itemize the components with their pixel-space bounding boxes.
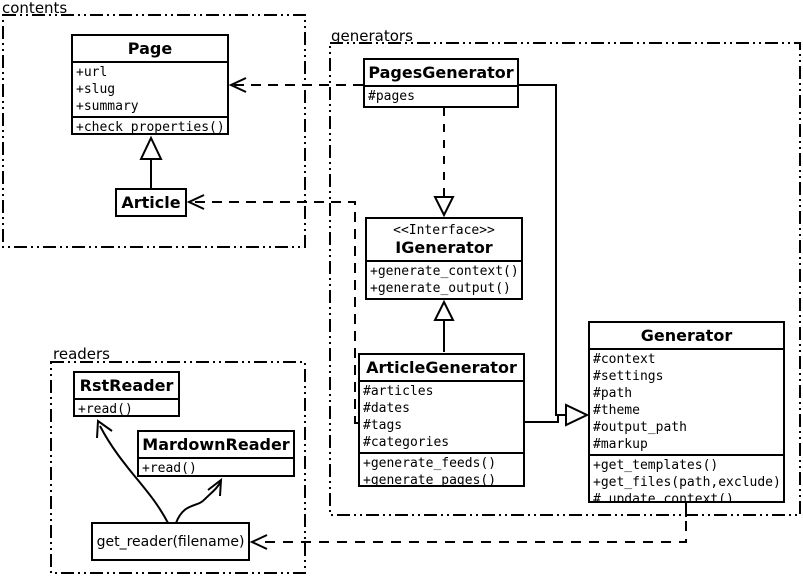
class-pagesgenerator-title: PagesGenerator [368, 63, 514, 82]
class-generator-title: Generator [640, 326, 733, 345]
attribute: #articles [363, 384, 434, 399]
attribute: #output_path [593, 420, 687, 435]
open-arrowhead [186, 194, 205, 210]
edge-getreader-rstreader [96, 419, 169, 524]
attribute: #markup [593, 437, 648, 452]
contents-package-label: contents [2, 0, 68, 17]
method: #_update_context() [593, 492, 734, 503]
method: +generate_pages() [363, 473, 497, 487]
class-articlegenerator-title: ArticleGenerator [366, 358, 517, 377]
edge-articlegenerator-igenerator [433, 299, 455, 352]
class-igenerator-methods: +generate_context() +generate_output() [367, 260, 521, 298]
class-articlegenerator-attributes: #articles #dates #tags #categories [360, 380, 523, 452]
readers-package-label: readers [53, 345, 110, 363]
edge-generator-getreader [249, 503, 687, 550]
open-arrowhead [207, 477, 223, 497]
method: +generate_feeds() [363, 456, 497, 471]
edge-pagesgenerator-igenerator [433, 108, 455, 218]
class-mardownreader: MardownReader +read() [137, 430, 295, 477]
attribute: #dates [363, 401, 410, 416]
method: +generate_output() [370, 281, 511, 296]
method: +generate_context() [370, 264, 519, 279]
edge-generators-generator [519, 84, 590, 427]
edge-pagesgenerator-page [228, 77, 363, 93]
edge-line [191, 201, 358, 424]
generators-package-label: generators [331, 27, 413, 45]
class-mardownreader-title: MardownReader [142, 435, 290, 454]
attribute: +slug [76, 82, 116, 97]
attribute: #theme [593, 403, 640, 418]
class-pagesgenerator: PagesGenerator #pages [363, 58, 519, 108]
attribute: #tags [363, 418, 403, 433]
class-igenerator-header: <<Interface>> IGenerator [367, 219, 521, 260]
hollow-triangle-arrowhead [433, 196, 455, 218]
method: +get_templates() [593, 458, 719, 473]
open-arrowhead [228, 77, 247, 93]
class-article: Article [115, 188, 187, 217]
class-igenerator-title: IGenerator [395, 238, 493, 257]
class-articlegenerator-methods: +generate_feeds() +generate_pages() [360, 452, 523, 487]
method: +get_files(path,exclude) [593, 475, 781, 490]
class-articlegenerator: ArticleGenerator #articles #dates #tags … [358, 353, 525, 487]
attribute: +summary [76, 99, 139, 114]
open-arrowhead [249, 534, 268, 550]
edge-curve [175, 480, 222, 524]
class-rstreader-title: RstReader [79, 376, 174, 395]
hollow-triangle-arrowhead [433, 299, 455, 321]
class-article-title: Article [121, 193, 181, 212]
readers-package-frame [50, 361, 306, 574]
method: +read() [78, 402, 133, 417]
edge-line [258, 521, 687, 543]
class-pagesgenerator-attributes: #pages [365, 85, 517, 106]
attribute: #pages [368, 89, 415, 104]
edge-line-articlegenerator [525, 415, 559, 423]
hollow-triangle-arrowhead [139, 135, 163, 160]
class-page-attributes: +url +slug +summary [73, 61, 227, 116]
class-generator-methods: +get_templates() +get_files(path,exclude… [590, 454, 783, 503]
class-page: Page +url +slug +summary +check_properti… [71, 34, 229, 135]
edge-line-pagesgenerator [519, 84, 566, 416]
class-generator-attributes: #context #settings #path #theme #output_… [590, 348, 783, 454]
edge-article-page [139, 135, 163, 188]
attribute: #settings [593, 369, 664, 384]
class-page-methods: +check_properties() [73, 116, 227, 135]
attribute: #categories [363, 435, 450, 450]
edge-articlegenerator-article [186, 194, 358, 424]
edge-curve [99, 425, 169, 524]
stereotype: <<Interface>> [393, 223, 495, 238]
contents-package-frame [2, 14, 306, 248]
class-mardownreader-methods: +read() [139, 457, 293, 476]
open-arrowhead [96, 419, 113, 439]
function-get-reader: get_reader(filename) [91, 522, 250, 561]
function-get-reader-label: get_reader(filename) [96, 533, 245, 550]
attribute: #path [593, 386, 633, 401]
attribute: #context [593, 352, 656, 367]
class-igenerator: <<Interface>> IGenerator +generate_conte… [365, 217, 523, 300]
method: +check_properties() [76, 120, 225, 135]
method: +read() [142, 461, 197, 476]
class-rstreader-methods: +read() [75, 398, 178, 417]
class-page-title: Page [127, 39, 173, 58]
edge-getreader-mardownreader [175, 477, 223, 524]
class-rstreader: RstReader +read() [73, 371, 180, 417]
attribute: +url [76, 65, 108, 80]
hollow-triangle-arrowhead [565, 403, 590, 427]
class-generator: Generator #context #settings #path #them… [588, 321, 785, 503]
generators-package-frame [329, 42, 801, 516]
